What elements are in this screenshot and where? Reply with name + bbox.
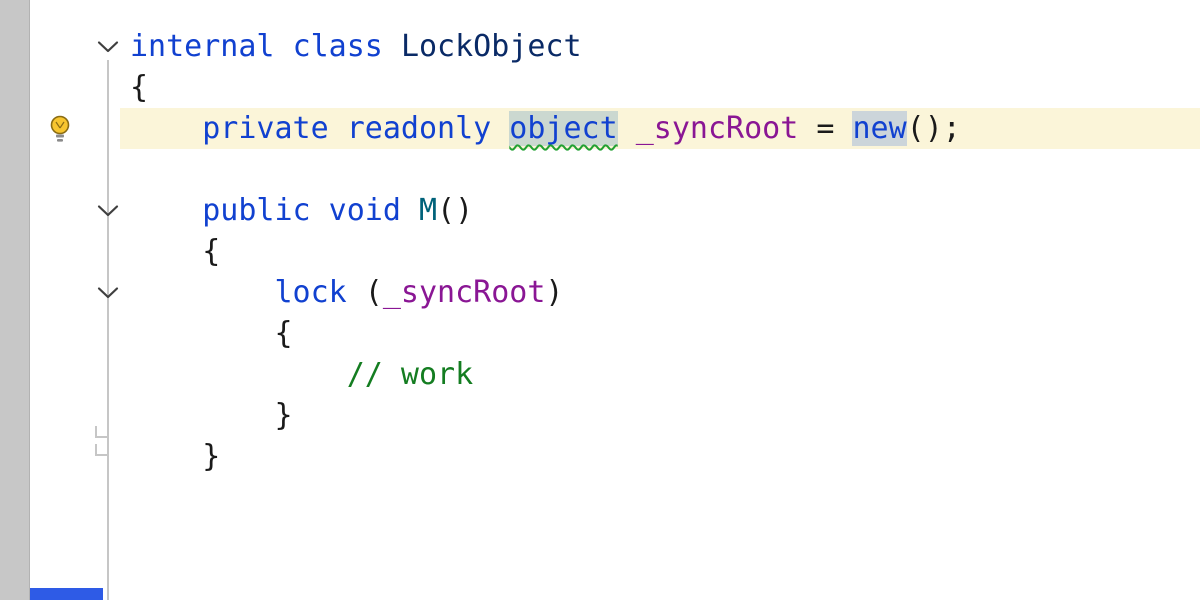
code-token (383, 29, 401, 64)
code-token: { (274, 316, 293, 351)
code-token: // work (346, 357, 474, 392)
code-token: internal (130, 29, 275, 64)
code-token (401, 193, 419, 228)
code-token: } (274, 398, 293, 433)
code-lines: internal class LockObject{private readon… (120, 26, 1200, 477)
code-line-9[interactable]: // work (120, 354, 1200, 395)
code-token: void (328, 193, 401, 228)
code-line-10[interactable]: } (120, 395, 1200, 436)
code-token (491, 111, 509, 146)
code-token (618, 111, 636, 146)
highlighted-token-new: new (852, 111, 907, 146)
popup-top-edge[interactable] (30, 588, 103, 600)
code-token: private (202, 111, 329, 146)
code-token (311, 193, 329, 228)
highlighted-token-object: object (509, 111, 618, 146)
code-line-1[interactable]: internal class LockObject (120, 26, 1200, 67)
fold-chevron-class[interactable] (96, 39, 120, 55)
fold-chevron-lock[interactable] (96, 285, 120, 301)
fold-chevron-method[interactable] (96, 203, 120, 219)
left-frame-strip (0, 0, 30, 600)
code-line-6[interactable]: { (120, 231, 1200, 272)
code-line-2[interactable]: { (120, 67, 1200, 108)
code-token: lock (274, 275, 347, 310)
code-token: () (437, 193, 474, 228)
code-line-5[interactable]: public void M() (120, 190, 1200, 231)
code-token: { (130, 70, 149, 105)
quick-fix-bulb-icon[interactable] (47, 114, 73, 144)
code-token: _syncRoot (635, 111, 799, 146)
code-token: readonly (346, 111, 492, 146)
code-token: public (202, 193, 311, 228)
code-token: { (202, 234, 221, 269)
code-token (275, 29, 293, 64)
code-token: ( (346, 275, 383, 310)
code-token (329, 111, 347, 146)
code-token: class (292, 29, 383, 64)
code-line-11[interactable]: } (120, 436, 1200, 477)
code-token: (); (906, 111, 961, 146)
code-token: _syncRoot (382, 275, 546, 310)
fold-end-marker (95, 426, 107, 438)
code-token: LockObject (400, 29, 582, 64)
code-token: } (202, 439, 221, 474)
fold-end-marker (95, 444, 107, 456)
code-line-8[interactable]: { (120, 313, 1200, 354)
code-line-7[interactable]: lock (_syncRoot) (120, 272, 1200, 313)
code-token: M (418, 193, 438, 228)
code-token: ) (545, 275, 564, 310)
fold-guide-line (107, 60, 109, 600)
code-line-3[interactable]: private readonly object _syncRoot = new(… (120, 108, 1200, 149)
code-token: = (798, 111, 853, 146)
code-line-4[interactable] (120, 149, 1200, 190)
